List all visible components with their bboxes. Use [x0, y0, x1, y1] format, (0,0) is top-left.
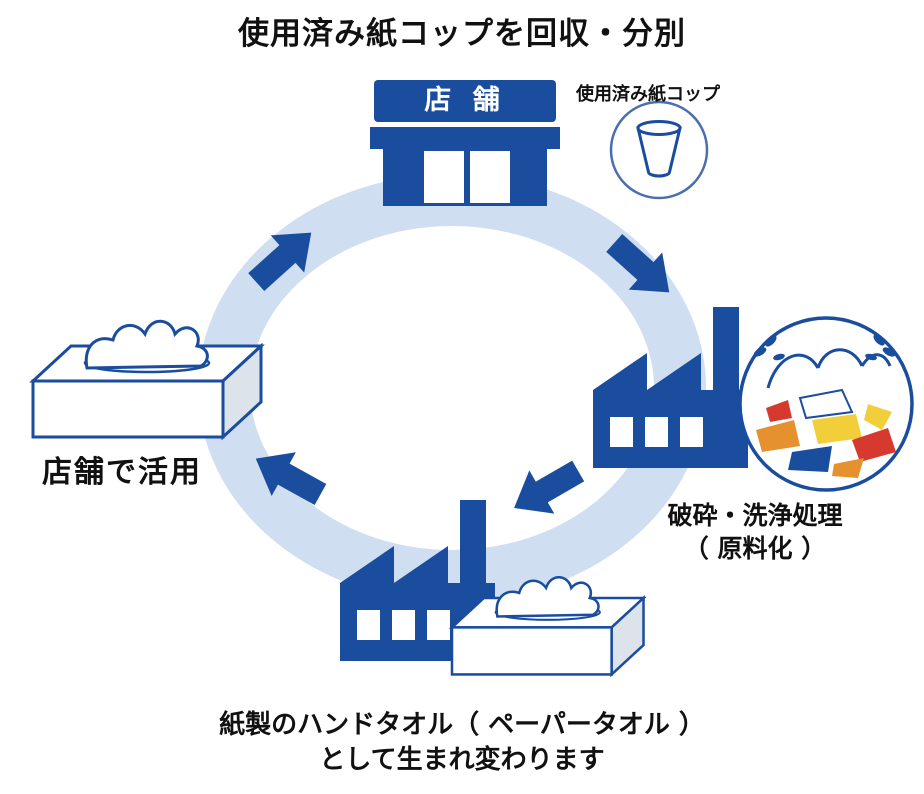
crumple-line [766, 353, 820, 389]
used-cup-label: 使用済み紙コップ [576, 84, 720, 105]
processing-label: 破砕・洗浄処理 （ 原料化 ） [595, 500, 915, 565]
water-droplet [773, 353, 785, 361]
water-droplet [865, 353, 877, 361]
store-use-label: 店舗で活用 [42, 455, 202, 490]
cup-body [636, 126, 682, 178]
store-building [370, 127, 560, 206]
paper-shred-blue [788, 446, 832, 472]
towel-label-line1: 紙製のハンドタオル（ ペーパータオル ） [219, 710, 705, 740]
towel-label: 紙製のハンドタオル（ ペーパータオル ） として生まれ変わります [152, 708, 772, 778]
paper-shred-orange [832, 458, 864, 478]
shredded-paper-icon [738, 316, 914, 492]
paper-shred-white [798, 388, 854, 420]
water-droplet [753, 347, 767, 357]
towel-label-line2: として生まれ変わります [319, 745, 605, 776]
processing-label-line1: 破砕・洗浄処理 [667, 501, 843, 530]
store-sign-label: 店 舗 [424, 85, 506, 116]
paper-shred-yellow [864, 404, 892, 430]
water-droplet [882, 347, 896, 357]
crumple-line [860, 353, 892, 367]
store-icon [370, 80, 560, 206]
paper-cup-icon [609, 100, 709, 200]
store-window [470, 151, 510, 203]
paper-shred-orange [756, 420, 800, 452]
paper-shred-red [852, 428, 896, 462]
store-sign [374, 80, 556, 122]
crumple-line [816, 348, 864, 369]
store-window [424, 151, 464, 203]
paper-shred-yellow [812, 414, 862, 444]
water-droplet [765, 335, 777, 347]
paper-shred-red [766, 400, 792, 422]
cup-rim [636, 120, 682, 136]
processing-label-line2: （ 原料化 ） [683, 533, 827, 563]
water-droplet [873, 334, 885, 346]
page-title: 使用済み紙コップを回収・分別 [238, 16, 686, 52]
